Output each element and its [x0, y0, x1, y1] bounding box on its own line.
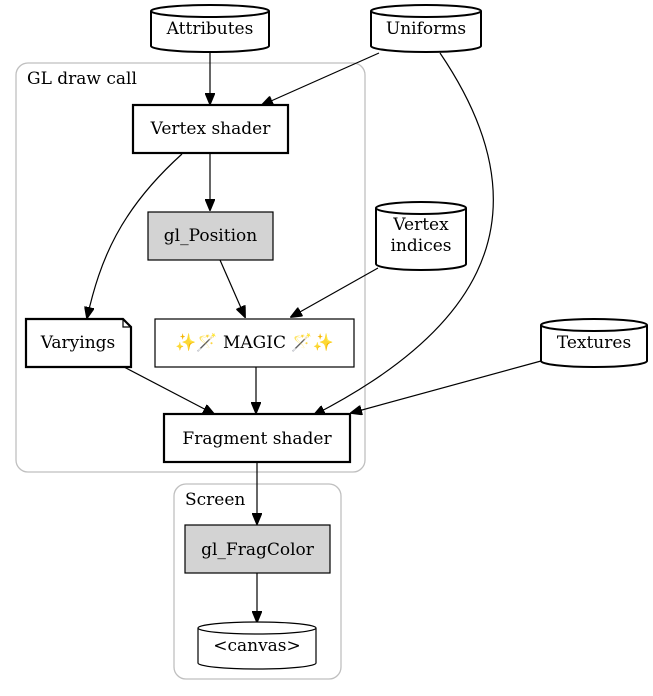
node-varyings: Varyings — [24, 317, 133, 369]
node-fragment-shader: Fragment shader — [162, 412, 352, 464]
node-textures-label: Textures — [557, 333, 631, 353]
edge-uniforms-fragment-shader — [314, 52, 494, 415]
cluster-screen-label: Screen — [185, 490, 245, 510]
node-attributes-label: Attributes — [166, 19, 254, 39]
node-vertex-indices-label-line1: Vertex — [392, 215, 449, 235]
node-gl-fragcolor: gl_FragColor — [184, 524, 331, 574]
node-vertex-indices-label-line2: indices — [390, 236, 451, 256]
node-uniforms: Uniforms — [370, 4, 482, 53]
node-textures: Textures — [540, 318, 648, 368]
cluster-gl-draw-call: GL draw call — [15, 62, 366, 473]
node-gl-position-label: gl_Position — [164, 226, 257, 246]
edge-varyings-fragment-shader — [123, 366, 214, 414]
node-attributes: Attributes — [150, 4, 270, 53]
node-vertex-shader: Vertex shader — [131, 103, 290, 155]
node-varyings-label: Varyings — [40, 333, 116, 353]
cluster-gl-draw-call-label: GL draw call — [27, 69, 137, 89]
edges — [87, 52, 542, 622]
node-magic-label: ✨🪄 MAGIC 🪄✨ — [175, 332, 333, 353]
edge-vertex-shader-varyings — [87, 153, 183, 318]
node-magic: ✨🪄 MAGIC 🪄✨ — [154, 318, 355, 368]
edge-uniforms-vertex-shader — [262, 52, 380, 105]
node-canvas-label: <canvas> — [213, 636, 301, 656]
node-fragment-shader-label: Fragment shader — [182, 429, 332, 449]
edge-vertex-indices-magic — [291, 267, 379, 317]
node-uniforms-label: Uniforms — [386, 19, 466, 39]
node-gl-position: gl_Position — [147, 211, 274, 261]
node-vertex-shader-label: Vertex shader — [150, 119, 272, 139]
node-vertex-indices: Vertex indices — [375, 201, 467, 271]
edge-textures-fragment-shader — [351, 360, 542, 413]
node-canvas: <canvas> — [197, 621, 317, 670]
edge-gl-position-magic — [219, 259, 245, 317]
node-gl-fragcolor-label: gl_FragColor — [201, 540, 315, 560]
